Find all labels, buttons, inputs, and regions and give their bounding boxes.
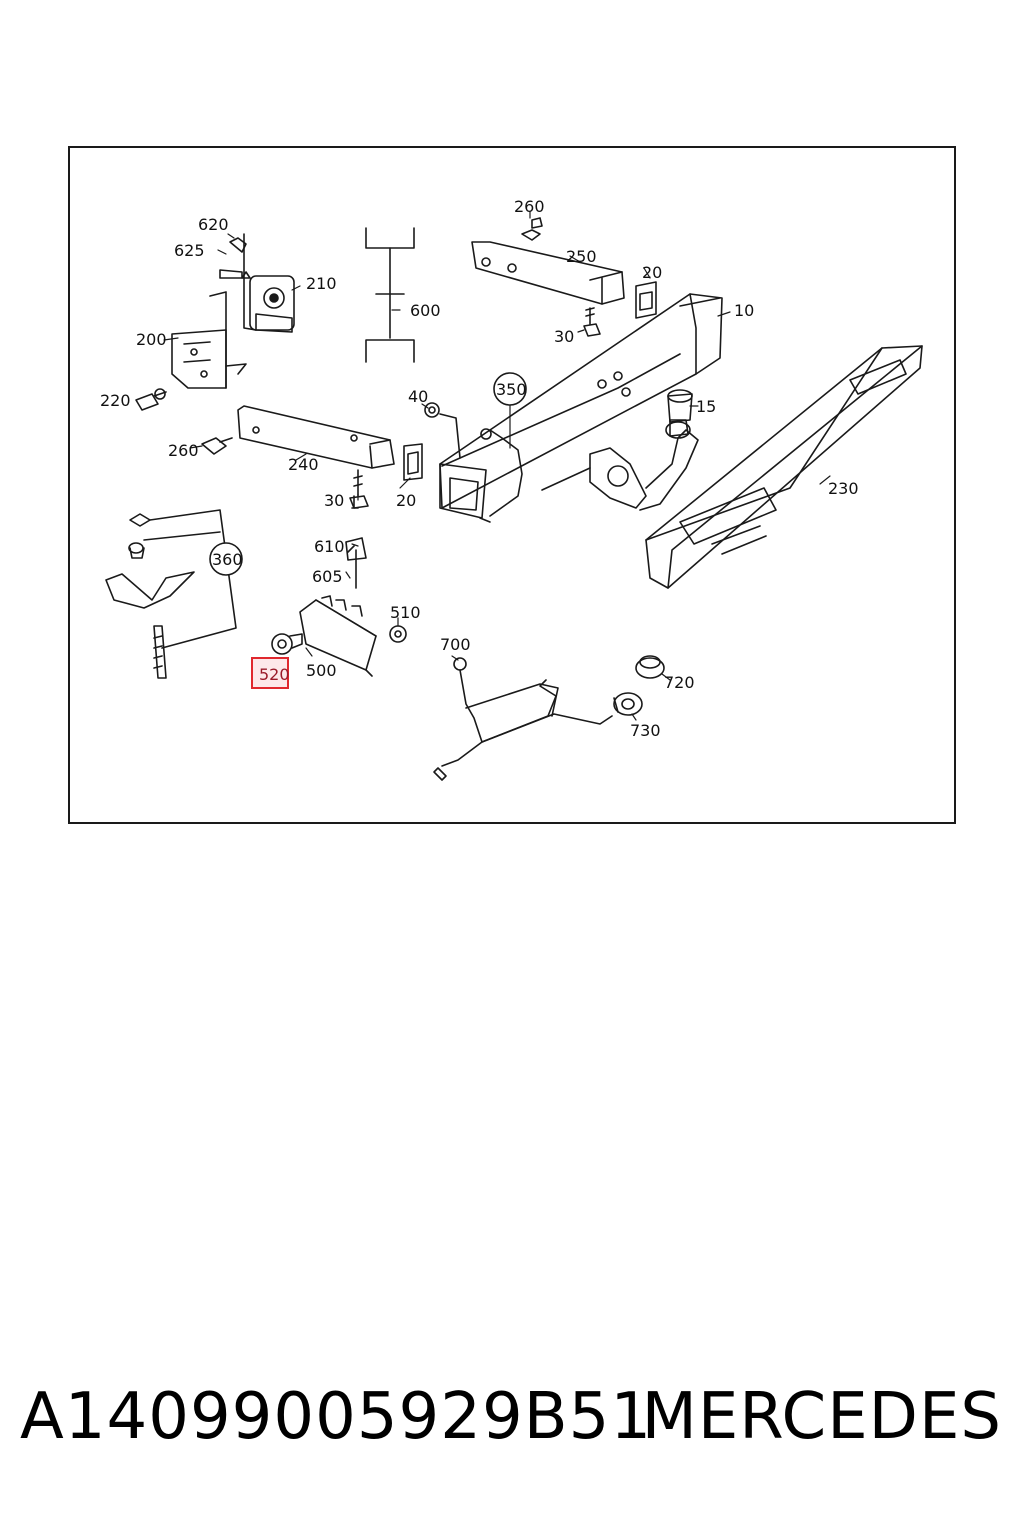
callout-circle-360: [209, 542, 243, 576]
part-220-bolt: [135, 388, 167, 411]
callout-605: 605: [312, 567, 343, 586]
brand-name: MERCEDES: [641, 1380, 1002, 1454]
part-40-nut: [424, 402, 461, 459]
leader-lines: [163, 211, 831, 721]
callout-260-mid: 260: [168, 441, 199, 460]
callout-720: 720: [664, 673, 695, 692]
callout-circle-350: [493, 372, 527, 406]
callout-520: 520: [259, 665, 290, 684]
callout-360: 360: [212, 550, 243, 569]
callout-620: 620: [198, 215, 229, 234]
callout-40: 40: [408, 387, 428, 406]
callout-30-mid: 30: [324, 491, 344, 510]
part-260-bolt-mid: [201, 437, 233, 455]
part-230-bumper: [645, 345, 923, 589]
callout-30-top: 30: [554, 327, 574, 346]
part-15-cap: [667, 389, 693, 423]
part-210-switch: [219, 233, 295, 333]
part-200-bracket: [171, 291, 247, 389]
part-20-clip-top: [635, 281, 657, 319]
part-605-610-connector: [345, 495, 367, 589]
part-700-harness: [433, 657, 613, 781]
part-520-grommet: [271, 633, 303, 655]
footer: A14099005929B51 MERCEDES: [0, 1380, 1024, 1470]
part-250-rail: [471, 241, 625, 305]
callout-15: 15: [696, 397, 716, 416]
callout-730: 730: [630, 721, 661, 740]
part-720-cap: [635, 655, 665, 679]
part-600-symbol: [365, 227, 415, 363]
callout-240: 240: [288, 455, 319, 474]
highlight-box-520: [251, 657, 289, 689]
part-730-socket: [613, 692, 643, 716]
callout-200: 200: [136, 330, 167, 349]
callout-250: 250: [566, 247, 597, 266]
part-20-clip-mid: [403, 443, 423, 481]
callout-500: 500: [306, 661, 337, 680]
part-350-hitch: [480, 419, 699, 517]
callout-20-mid: 20: [396, 491, 416, 510]
parts-diagram: 10 15 20 20 30 30 40 200 210 220 230 240…: [68, 146, 956, 824]
part-510-nut: [389, 625, 407, 643]
callout-700: 700: [440, 635, 471, 654]
callout-10: 10: [734, 301, 754, 320]
callout-625: 625: [174, 241, 205, 260]
part-500-module: [299, 595, 377, 677]
callout-510: 510: [390, 603, 421, 622]
callout-20-top: 20: [642, 263, 662, 282]
callout-220: 220: [100, 391, 131, 410]
part-10-tow-bar: [439, 293, 723, 523]
part-240-rail: [237, 405, 395, 469]
callout-610: 610: [314, 537, 345, 556]
callout-600: 600: [410, 301, 441, 320]
part-30-bolt-mid: [349, 469, 369, 509]
callout-230: 230: [828, 479, 859, 498]
part-number: A14099005929B51: [20, 1380, 653, 1454]
part-30-bolt-top: [583, 307, 601, 337]
callout-210: 210: [306, 274, 337, 293]
part-260-bolt-top: [521, 217, 543, 241]
callout-260-top: 260: [514, 197, 545, 216]
part-360-bolt-set: [105, 509, 237, 679]
exploded-view: 10 15 20 20 30 30 40 200 210 220 230 240…: [100, 197, 923, 781]
callout-350: 350: [496, 380, 527, 399]
